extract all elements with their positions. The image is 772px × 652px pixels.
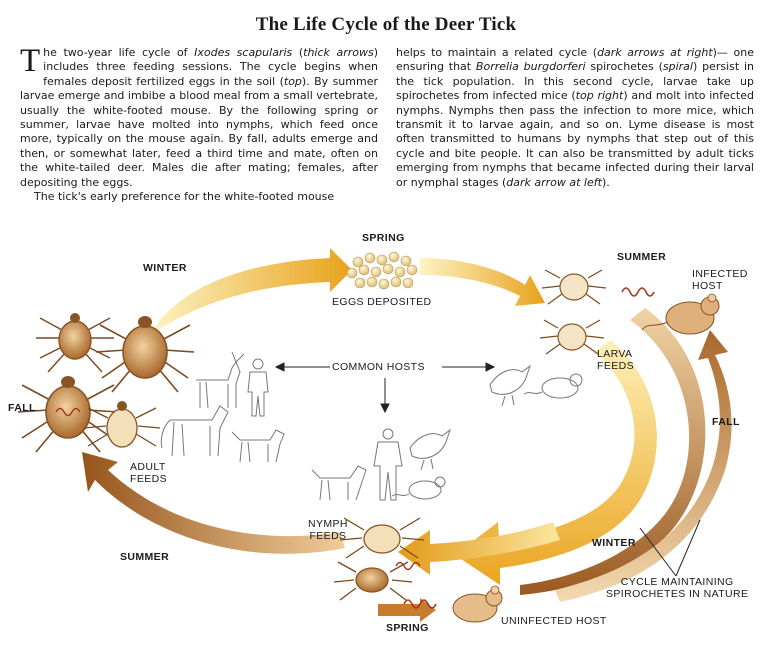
intro-emphasis: top	[283, 74, 302, 88]
common-host-mouse-right	[523, 373, 583, 399]
label-cycle-line1: CYCLE MAINTAINING	[620, 576, 734, 588]
intro-emphasis: spiral	[662, 60, 693, 74]
tick-adult-female-1	[36, 313, 114, 373]
species-name: Borrelia burgdorferi	[475, 60, 586, 74]
label-larva-line1: LARVA	[597, 348, 633, 360]
label-summer-left: SUMMER	[120, 551, 170, 563]
intro-column-right: helps to maintain a related cycle (dark …	[396, 46, 754, 190]
figure-title: The Life Cycle of the Deer Tick	[255, 14, 517, 35]
label-nymph-line2: FEEDS	[309, 530, 347, 542]
label-winter: WINTER	[143, 262, 187, 274]
intro-text: spirochetes (	[585, 60, 663, 74]
label-larva-feeds: LARVA FEEDS	[597, 348, 634, 372]
tick-adult-male	[83, 401, 161, 448]
intro-text: ). By summer larvae emerge and imbibe a …	[20, 74, 379, 189]
label-uninfected-host: UNINFECTED HOST	[501, 615, 607, 627]
spirochete-spiral-adult	[55, 407, 81, 417]
label-adult-feeds: ADULT FEEDS	[130, 461, 167, 485]
drop-cap: T	[20, 43, 41, 79]
label-adult-line1: ADULT	[130, 461, 166, 473]
intro-text: ).	[601, 175, 610, 189]
label-spring-bottom: SPRING	[386, 622, 429, 634]
label-larva-line2: FEEDS	[597, 360, 635, 372]
intro-text: ) persist in the tick population. In thi…	[396, 60, 754, 103]
label-common-hosts: COMMON HOSTS	[332, 361, 425, 373]
tick-nymph-2	[333, 561, 413, 601]
common-host-bird-right	[489, 364, 531, 407]
common-host-human-center	[373, 428, 403, 501]
tick-adult-fall	[17, 376, 119, 453]
intro-text: ) and molt into infected nymphs. Nymphs …	[396, 89, 754, 189]
label-spring-top: SPRING	[362, 232, 405, 244]
tick-larva-2	[539, 319, 605, 355]
cycle-callout-lines	[639, 519, 701, 577]
common-host-mouse-center	[391, 476, 446, 500]
common-host-horse	[160, 405, 229, 457]
intro-emphasis: top right	[575, 89, 624, 103]
arrow-winter-to-eggs	[150, 248, 352, 335]
common-hosts-pointers	[274, 362, 496, 414]
arrow-larva-to-winter	[455, 340, 657, 585]
label-fall-left: FALL	[8, 402, 36, 414]
label-summer-right: SUMMER	[617, 251, 667, 263]
tick-larva-1	[541, 269, 607, 305]
arrow-winter-to-nymph	[398, 522, 560, 575]
common-host-deer	[196, 351, 245, 409]
arrow-eggs-to-larva	[420, 258, 545, 306]
species-name: Ixodes scapularis	[194, 46, 293, 59]
intro-paragraph-2: The tick's early preference for the whit…	[34, 190, 335, 204]
arrow-spring-bottom	[378, 598, 436, 622]
intro-emphasis: thick arrows	[303, 46, 374, 59]
spirochete-spiral-bottom	[403, 599, 437, 609]
intro-emphasis: dark arrows at right	[597, 46, 713, 59]
label-eggs-deposited: EGGS DEPOSITED	[332, 296, 432, 308]
intro-text: ) includes three feeding sessions. The c…	[43, 46, 378, 88]
label-nymph-line1: NYMPH	[308, 518, 348, 530]
common-host-dog-left	[231, 429, 285, 463]
spirochete-spiral-top	[621, 287, 655, 297]
label-winter-right: WINTER	[592, 537, 636, 549]
tick-nymph-1	[339, 517, 425, 559]
spirochete-spiral-nymph	[395, 561, 421, 571]
arrow-fall-to-infected-host	[555, 330, 732, 602]
label-infected-line1: INFECTED	[692, 268, 748, 280]
common-host-dog-center	[311, 465, 367, 501]
label-nymph-feeds: NYMPH FEEDS	[308, 518, 348, 542]
label-cycle-line2: SPIROCHETES IN NATURE	[606, 588, 749, 600]
tick-adult-female-2	[95, 316, 195, 393]
eggs-cluster	[346, 251, 418, 290]
label-infected-line2: HOST	[692, 280, 723, 292]
intro-text: helps to maintain a related cycle (	[396, 46, 598, 59]
label-fall-right: FALL	[712, 416, 740, 428]
common-host-bird-center	[409, 428, 451, 471]
label-infected-host: INFECTED HOST	[692, 268, 748, 292]
intro-emphasis: dark arrow at left	[506, 175, 602, 189]
infected-host-mouse	[641, 293, 720, 335]
common-host-human-left	[247, 358, 269, 417]
arrow-spirochete-cycle-right	[520, 308, 706, 595]
label-adult-line2: FEEDS	[130, 473, 168, 485]
intro-text: he two-year life cycle of	[43, 46, 195, 59]
intro-text: (	[292, 46, 304, 59]
intro-text: )— one ensuring that	[396, 46, 754, 74]
arrow-nymph-to-adult	[82, 452, 345, 554]
uninfected-host-mouse	[452, 585, 503, 623]
label-cycle-maintaining: CYCLE MAINTAINING SPIROCHETES IN NATURE	[606, 576, 748, 600]
